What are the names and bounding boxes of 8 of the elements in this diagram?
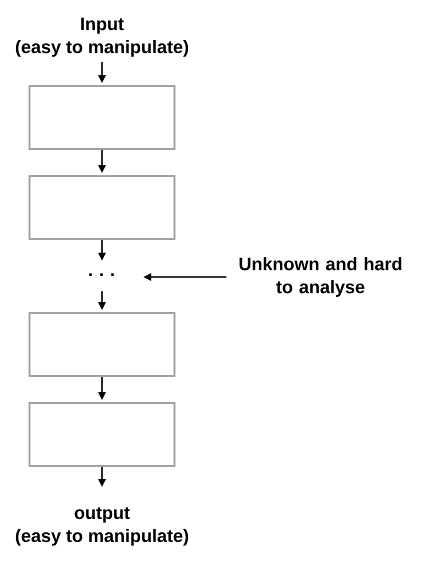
ellipsis: · · · (89, 273, 114, 276)
process-box (28, 85, 176, 150)
process-box (28, 175, 176, 240)
process-box (28, 312, 176, 377)
io-label: Input (easy to manipulate) (16, 18, 188, 57)
process-box (28, 402, 176, 467)
io-label: output (easy to manipulate) (16, 507, 188, 546)
annotation-text: Unknown and hard to analyse (240, 257, 402, 297)
